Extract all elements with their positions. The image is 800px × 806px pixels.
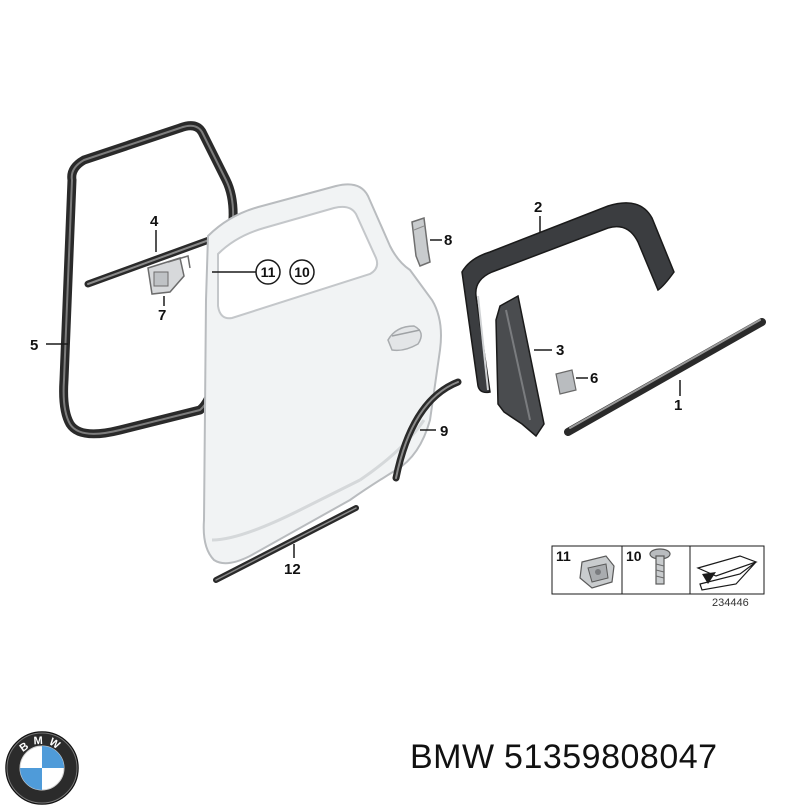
- callout-8: 8: [444, 232, 452, 249]
- callout-1: 1: [674, 397, 682, 414]
- callout-6: 6: [590, 370, 598, 387]
- callout-9: 9: [440, 423, 448, 440]
- direction-arrow-icon: [696, 555, 758, 591]
- callout-5: 5: [30, 337, 38, 354]
- circled-references: 11 10: [255, 259, 315, 285]
- circled-ref-10: 10: [294, 264, 310, 280]
- callout-4: 4: [150, 213, 159, 230]
- rocker-strip-part-12: [213, 505, 359, 583]
- bracket-part-8: [411, 216, 431, 267]
- pillar-trim-part-3: [495, 294, 545, 438]
- part-caption: BMW 51359808047: [410, 738, 790, 788]
- clip-nut-icon: [579, 555, 615, 589]
- callout-2: 2: [534, 199, 542, 216]
- outer-belt-strip-part-1: [564, 318, 766, 436]
- callout-7: 7: [158, 307, 166, 324]
- callout-12: 12: [284, 561, 301, 578]
- clip-part-7: [147, 255, 191, 295]
- wheel-arch-strip-part-9: [392, 378, 462, 482]
- screw-icon: [649, 548, 671, 585]
- caption-part-number: 51359808047: [504, 738, 718, 776]
- small-parts-legend: 11 10 234446: [551, 545, 765, 609]
- legend-number-10: 10: [626, 548, 642, 564]
- rear-door-shell: [202, 183, 442, 565]
- window-frame-moulding-part-2: [461, 202, 675, 394]
- callout-labels: 4 7 5 8 2 3 6 1 9 12: [30, 199, 682, 578]
- cap-part-6: [555, 369, 577, 395]
- callout-3: 3: [556, 342, 564, 359]
- bmw-logo-icon: BMW: [5, 731, 79, 805]
- legend-number-11: 11: [556, 548, 571, 564]
- caption-brand: BMW: [410, 738, 495, 776]
- drawing-id: 234446: [712, 597, 749, 609]
- leader-lines: [46, 216, 681, 558]
- circled-ref-11: 11: [261, 264, 276, 280]
